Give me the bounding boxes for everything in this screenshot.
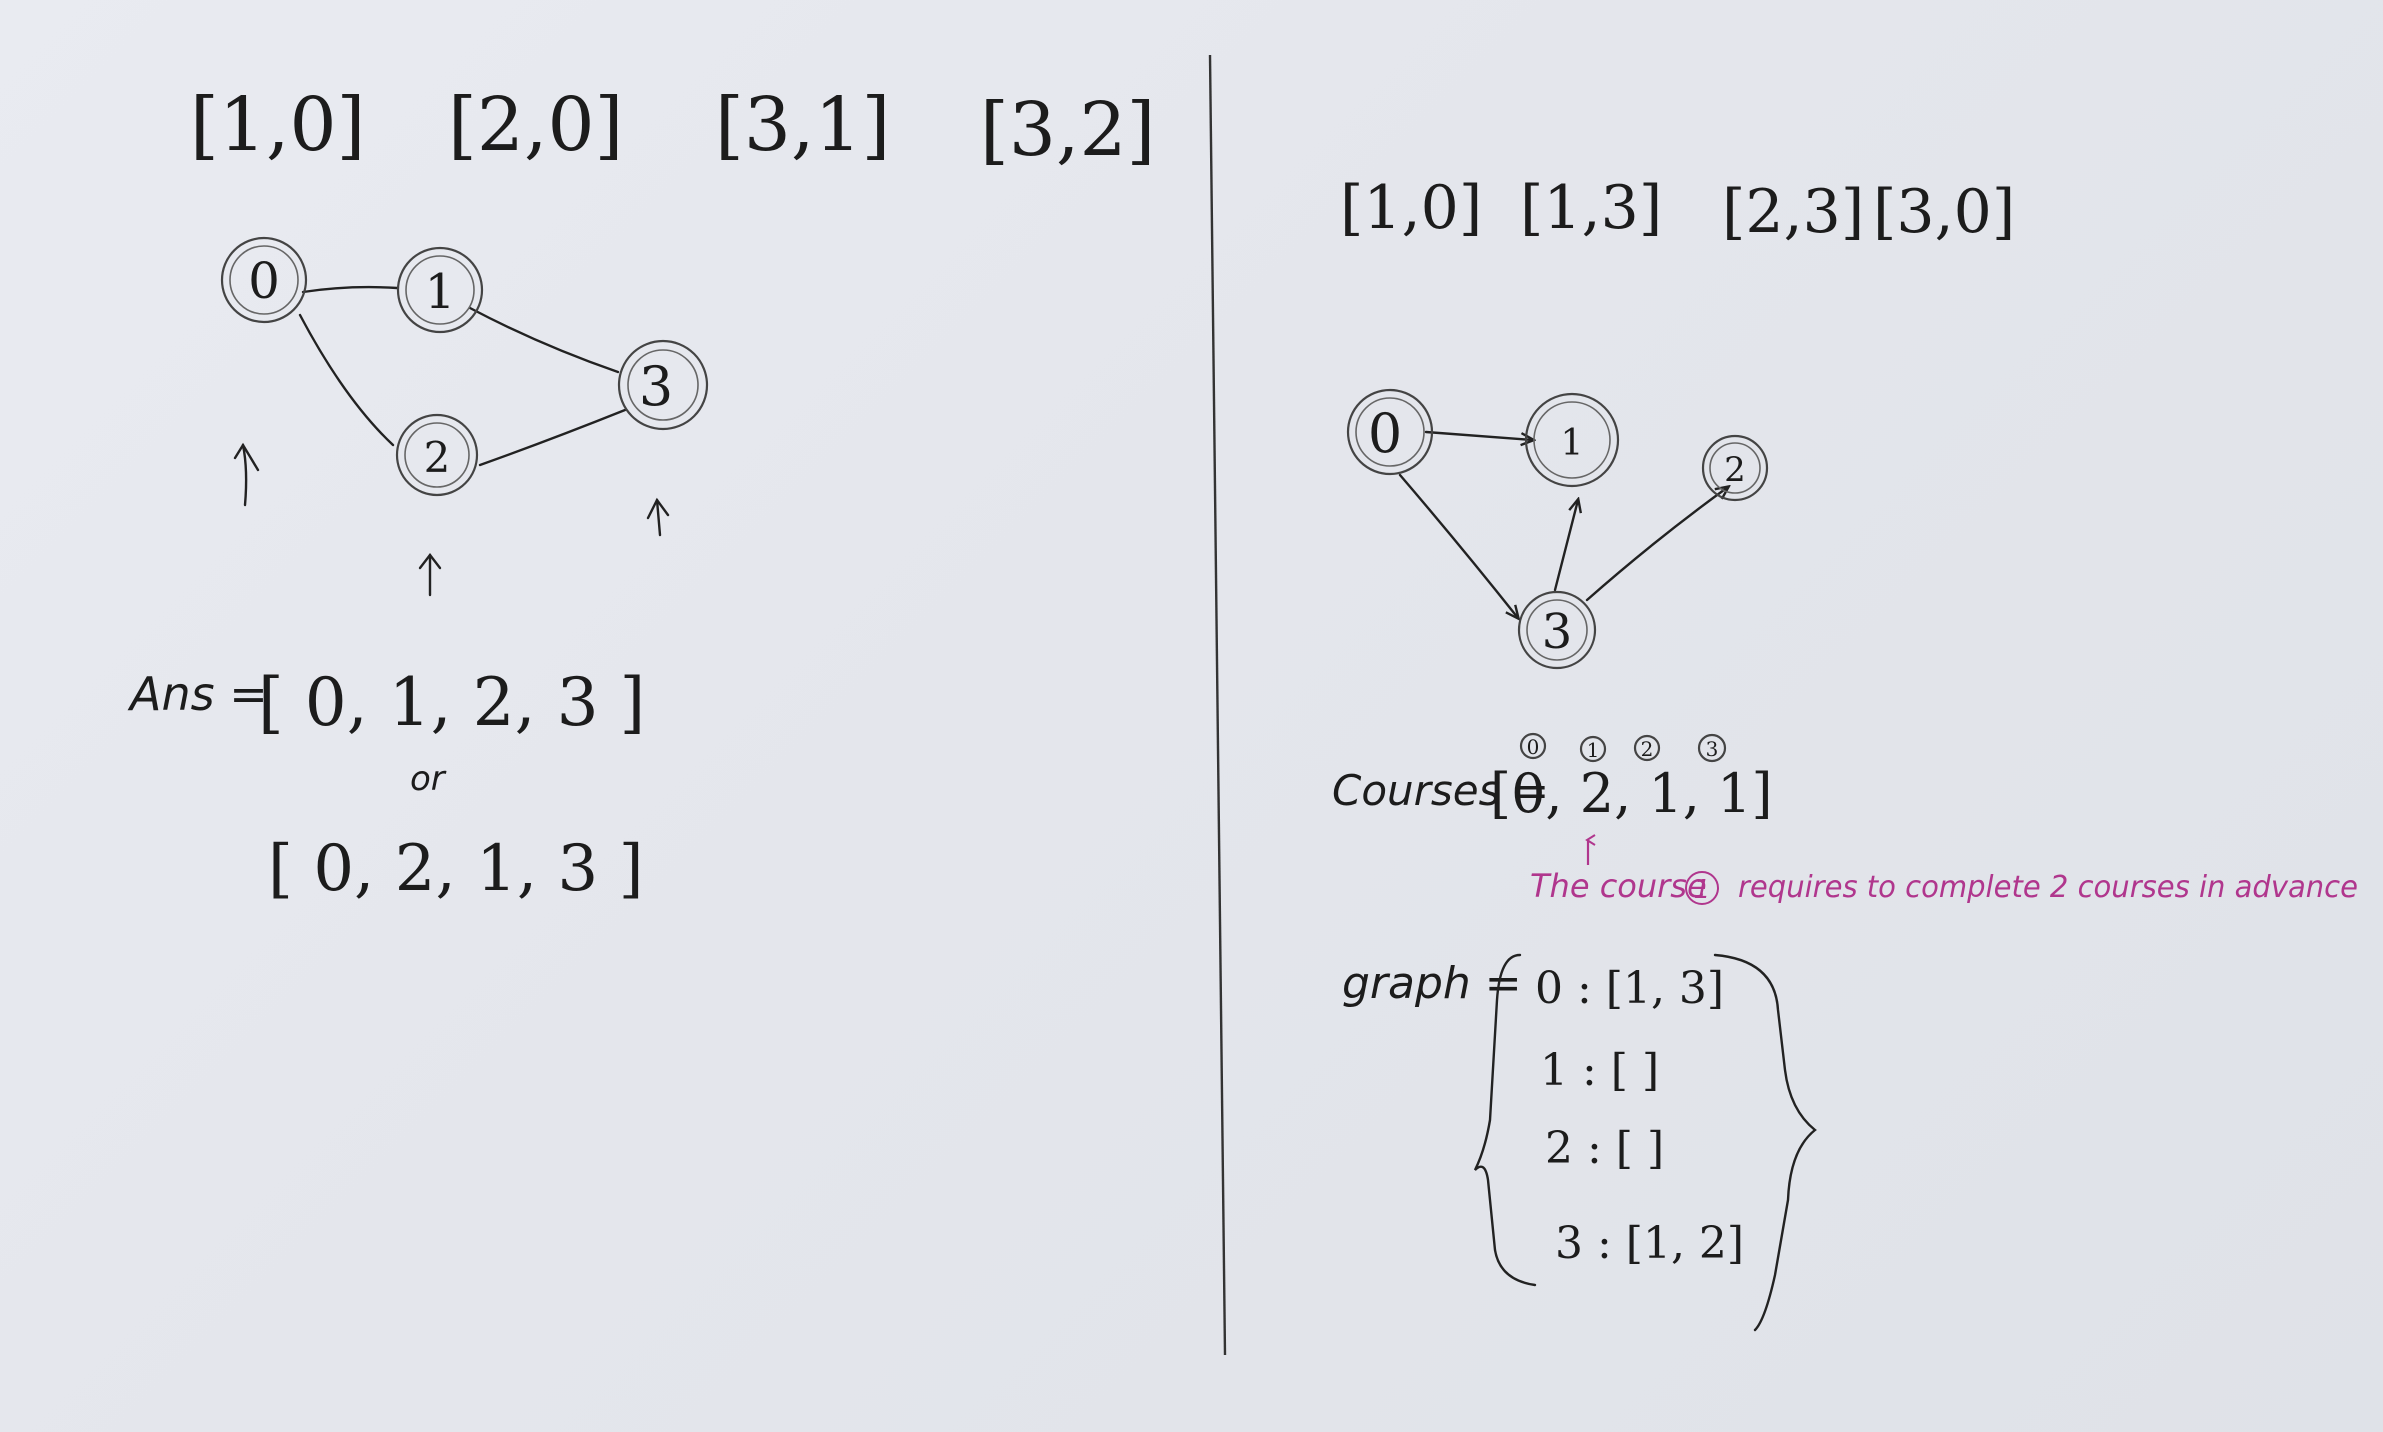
annotation-course: 1 <box>1694 875 1711 905</box>
graph-row: 2 : [ ] <box>1545 1123 1664 1174</box>
left-node-1: 1 <box>396 246 484 334</box>
course-index: 3 <box>1697 733 1727 763</box>
graph-row: 0 : [1, 3] <box>1535 963 1724 1014</box>
left-edge-1-3 <box>468 306 620 374</box>
right-edge-item: [3,0] <box>1873 177 2015 247</box>
left-edge-item: [2,0] <box>448 82 623 168</box>
left-node-label: 3 <box>639 355 673 418</box>
divider-line <box>1208 54 1227 1356</box>
left-answer: Ans = [ 0, 1, 2, 3 ] or [ 0, 2, 1, 3 ] <box>127 664 645 906</box>
annotation-course-circle <box>1685 871 1719 905</box>
course-index: 2 <box>1633 734 1661 762</box>
right-edge-0-3 <box>1398 473 1518 618</box>
course-index: 1 <box>1579 735 1607 763</box>
or-label: or <box>410 759 447 799</box>
right-edge-3-1 <box>1553 500 1578 592</box>
right-edge-item: [2,3] <box>1722 177 1864 247</box>
left-edge-item: [3,1] <box>715 82 890 168</box>
left-node-3: 3 <box>617 339 709 431</box>
left-node-0: 0 <box>220 236 308 324</box>
answer-1: [ 0, 1, 2, 3 ] <box>258 664 645 741</box>
left-edge-item: [3,2] <box>980 87 1155 173</box>
left-edge-0-1 <box>301 285 399 294</box>
graph-label: graph = <box>1342 958 1522 1009</box>
graph-row: 1 : [ ] <box>1540 1045 1659 1096</box>
right-node-0: 0 <box>1346 388 1434 476</box>
right-node-3: 3 <box>1517 590 1597 670</box>
annotation-prefix: The course <box>1530 867 1707 905</box>
left-node-2: 2 <box>395 413 479 497</box>
right-edge-item: [1,3] <box>1520 173 1662 243</box>
right-node-label: 1 <box>1561 423 1584 464</box>
course-index-label: 3 <box>1706 737 1719 761</box>
left-brace <box>1473 953 1537 1287</box>
right-edges-list: [1,0] [1,3] [2,3] [3,0] <box>1340 173 2015 247</box>
graph-adjacency: graph = 0 : [1, 3] 1 : [ ] 2 : [ ] 3 : [… <box>1342 953 1817 1332</box>
course-index-row: 0 1 2 3 <box>1519 732 1727 763</box>
right-brace <box>1713 953 1817 1332</box>
graph-row: 3 : [1, 2] <box>1555 1218 1744 1269</box>
up-arrow-icon <box>233 442 260 507</box>
right-edge-3-2 <box>1585 487 1728 602</box>
right-node-label: 2 <box>1724 450 1746 490</box>
left-node-label: 2 <box>424 433 451 482</box>
up-arrow-icon <box>418 553 442 597</box>
course-index-label: 2 <box>1641 737 1654 761</box>
right-edge-item: [1,0] <box>1340 173 1482 243</box>
answer-2: [ 0, 2, 1, 3 ] <box>268 832 644 906</box>
course-index-label: 0 <box>1527 735 1540 759</box>
courses-value: [0, 2, 1, 1] <box>1490 762 1773 825</box>
courses-line: Courses = [0, 2, 1, 1] <box>1332 762 1773 825</box>
right-graph: 0 1 2 3 <box>1346 388 1769 670</box>
right-node-1: 1 <box>1524 392 1620 488</box>
left-graph: 0 1 2 3 <box>220 236 709 597</box>
annotation-suffix: requires to complete 2 courses in advanc… <box>1738 870 2358 905</box>
courses-label: Courses = <box>1332 766 1549 815</box>
right-node-label: 3 <box>1542 604 1573 660</box>
right-node-2: 2 <box>1701 434 1769 502</box>
left-edge-0-2 <box>298 313 395 447</box>
course-index-label: 1 <box>1587 738 1600 762</box>
course-annotation: The course 1 requires to complete 2 cour… <box>1530 834 2358 905</box>
answer-label: Ans = <box>127 667 268 721</box>
left-edge-item: [1,0] <box>190 82 365 168</box>
left-edges-list: [1,0] [2,0] [3,1] [3,2] <box>190 82 1155 173</box>
right-edge-0-1 <box>1424 430 1533 440</box>
left-node-label: 0 <box>248 252 280 310</box>
right-node-label: 0 <box>1368 402 1402 465</box>
course-index: 0 <box>1519 732 1547 760</box>
left-edge-2-3 <box>478 408 627 467</box>
left-node-label: 1 <box>425 264 456 320</box>
up-arrow-icon <box>646 497 670 537</box>
